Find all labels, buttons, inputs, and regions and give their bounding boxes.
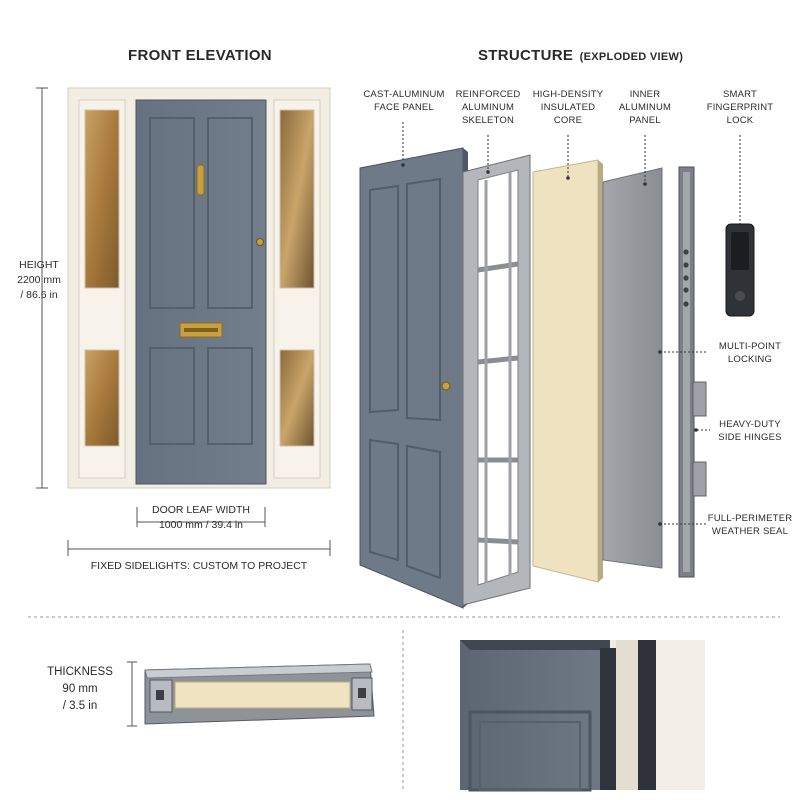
front-elevation-title: FRONT ELEVATION — [128, 47, 272, 64]
leaf-width-value: 1000 mm / 39.4 in — [158, 519, 244, 531]
callout-line: LOCKING — [727, 354, 773, 365]
door-cross-section — [144, 663, 375, 725]
layer-label-line: CORE — [553, 115, 583, 126]
layer-label-inner-panel: INNER ALUMINUM PANEL — [610, 88, 680, 127]
thickness-mm: 90 mm — [62, 683, 98, 695]
height-in: / 86.6 in — [20, 289, 58, 301]
layer-label-line: CAST-ALUMINUM — [363, 89, 445, 100]
callout-line: FULL-PERIMETER — [707, 513, 793, 524]
layer-label-line: ALUMINUM — [618, 102, 672, 113]
front-door-leaf — [135, 99, 267, 485]
layer-label-line: ALUMINUM — [461, 102, 515, 113]
height-mm: 2200 mm — [17, 274, 61, 286]
thickness-label: THICKNESS — [47, 666, 113, 678]
leaf-width-label: DOOR LEAF WIDTH — [151, 504, 250, 516]
left-sidelight-glass-upper — [84, 109, 120, 289]
layer-label-line: LOCK — [726, 115, 754, 126]
insulated-core-edge — [598, 160, 603, 582]
layer-label-skeleton: REINFORCED ALUMINUM SKELETON — [448, 88, 528, 127]
callout-line: MULTI-POINT — [718, 341, 782, 352]
door-panel-upper-left — [149, 117, 195, 309]
layer-label-line: INSULATED — [540, 102, 596, 113]
callout-weather-seal: FULL-PERIMETER WEATHER SEAL — [704, 512, 796, 538]
layer-label-core: HIGH-DENSITY INSULATED CORE — [526, 88, 610, 127]
callout-line: HEAVY-DUTY — [719, 419, 781, 430]
side-hinge-upper — [692, 381, 707, 417]
callout-line: SIDE HINGES — [718, 432, 782, 443]
layer-label-face-panel: CAST-ALUMINUM FACE PANEL — [352, 88, 456, 114]
callout-side-hinges: HEAVY-DUTY SIDE HINGES — [708, 418, 792, 444]
layer-label-line: PANEL — [629, 115, 661, 126]
face-panel-inset-ul — [369, 184, 399, 414]
layer-label-line: HIGH-DENSITY — [532, 89, 604, 100]
right-sidelight-glass-lower — [279, 349, 315, 447]
layer-label-line: REINFORCED — [455, 89, 521, 100]
aluminum-skeleton — [462, 154, 531, 606]
right-sidelight-glass-upper — [279, 109, 315, 289]
face-panel — [359, 147, 464, 609]
face-panel-inset-ll — [369, 438, 399, 562]
callout-line: WEATHER SEAL — [711, 526, 789, 537]
layer-label-line: SMART — [722, 89, 758, 100]
side-hinge-lower — [692, 461, 707, 497]
sidelights-label: FIXED SIDELIGHTS: CUSTOM TO PROJECT — [90, 560, 308, 572]
structure-title-main: STRUCTURE — [478, 47, 574, 64]
insulated-core — [532, 159, 599, 583]
frame-detail-closeup — [460, 640, 705, 792]
left-sidelight-glass-lower — [84, 349, 120, 447]
front-lock-cylinder — [256, 238, 264, 246]
door-panel-lower-right — [207, 347, 253, 445]
layer-label-line: FINGERPRINT — [706, 102, 774, 113]
face-panel-inset-lr — [406, 444, 441, 580]
layer-label-smart-lock: SMART FINGERPRINT LOCK — [700, 88, 780, 127]
layer-label-line: SKELETON — [461, 115, 515, 126]
inner-aluminum-panel — [602, 167, 663, 569]
door-panel-lower-left — [149, 347, 195, 445]
letter-plate-slot — [184, 328, 218, 332]
leaf-width-dimension-label: DOOR LEAF WIDTH 1000 mm / 39.4 in — [130, 503, 272, 533]
thickness-dimension-label: THICKNESS 90 mm / 3.5 in — [40, 664, 120, 715]
structure-title: STRUCTURE (EXPLODED VIEW) — [478, 47, 683, 64]
face-panel-lock — [441, 381, 451, 391]
structure-title-sub: (EXPLODED VIEW) — [579, 51, 684, 63]
callout-multi-point-locking: MULTI-POINT LOCKING — [708, 340, 792, 366]
thickness-in: / 3.5 in — [62, 700, 98, 712]
height-dimension-label: HEIGHT 2200 mm / 86.6 in — [8, 258, 70, 303]
layer-label-line: INNER — [629, 89, 661, 100]
layer-label-line: FACE PANEL — [374, 102, 434, 113]
door-knocker — [196, 164, 205, 196]
door-panel-upper-right — [207, 117, 253, 309]
height-label: HEIGHT — [19, 259, 59, 271]
face-panel-inset-ur — [406, 177, 441, 422]
